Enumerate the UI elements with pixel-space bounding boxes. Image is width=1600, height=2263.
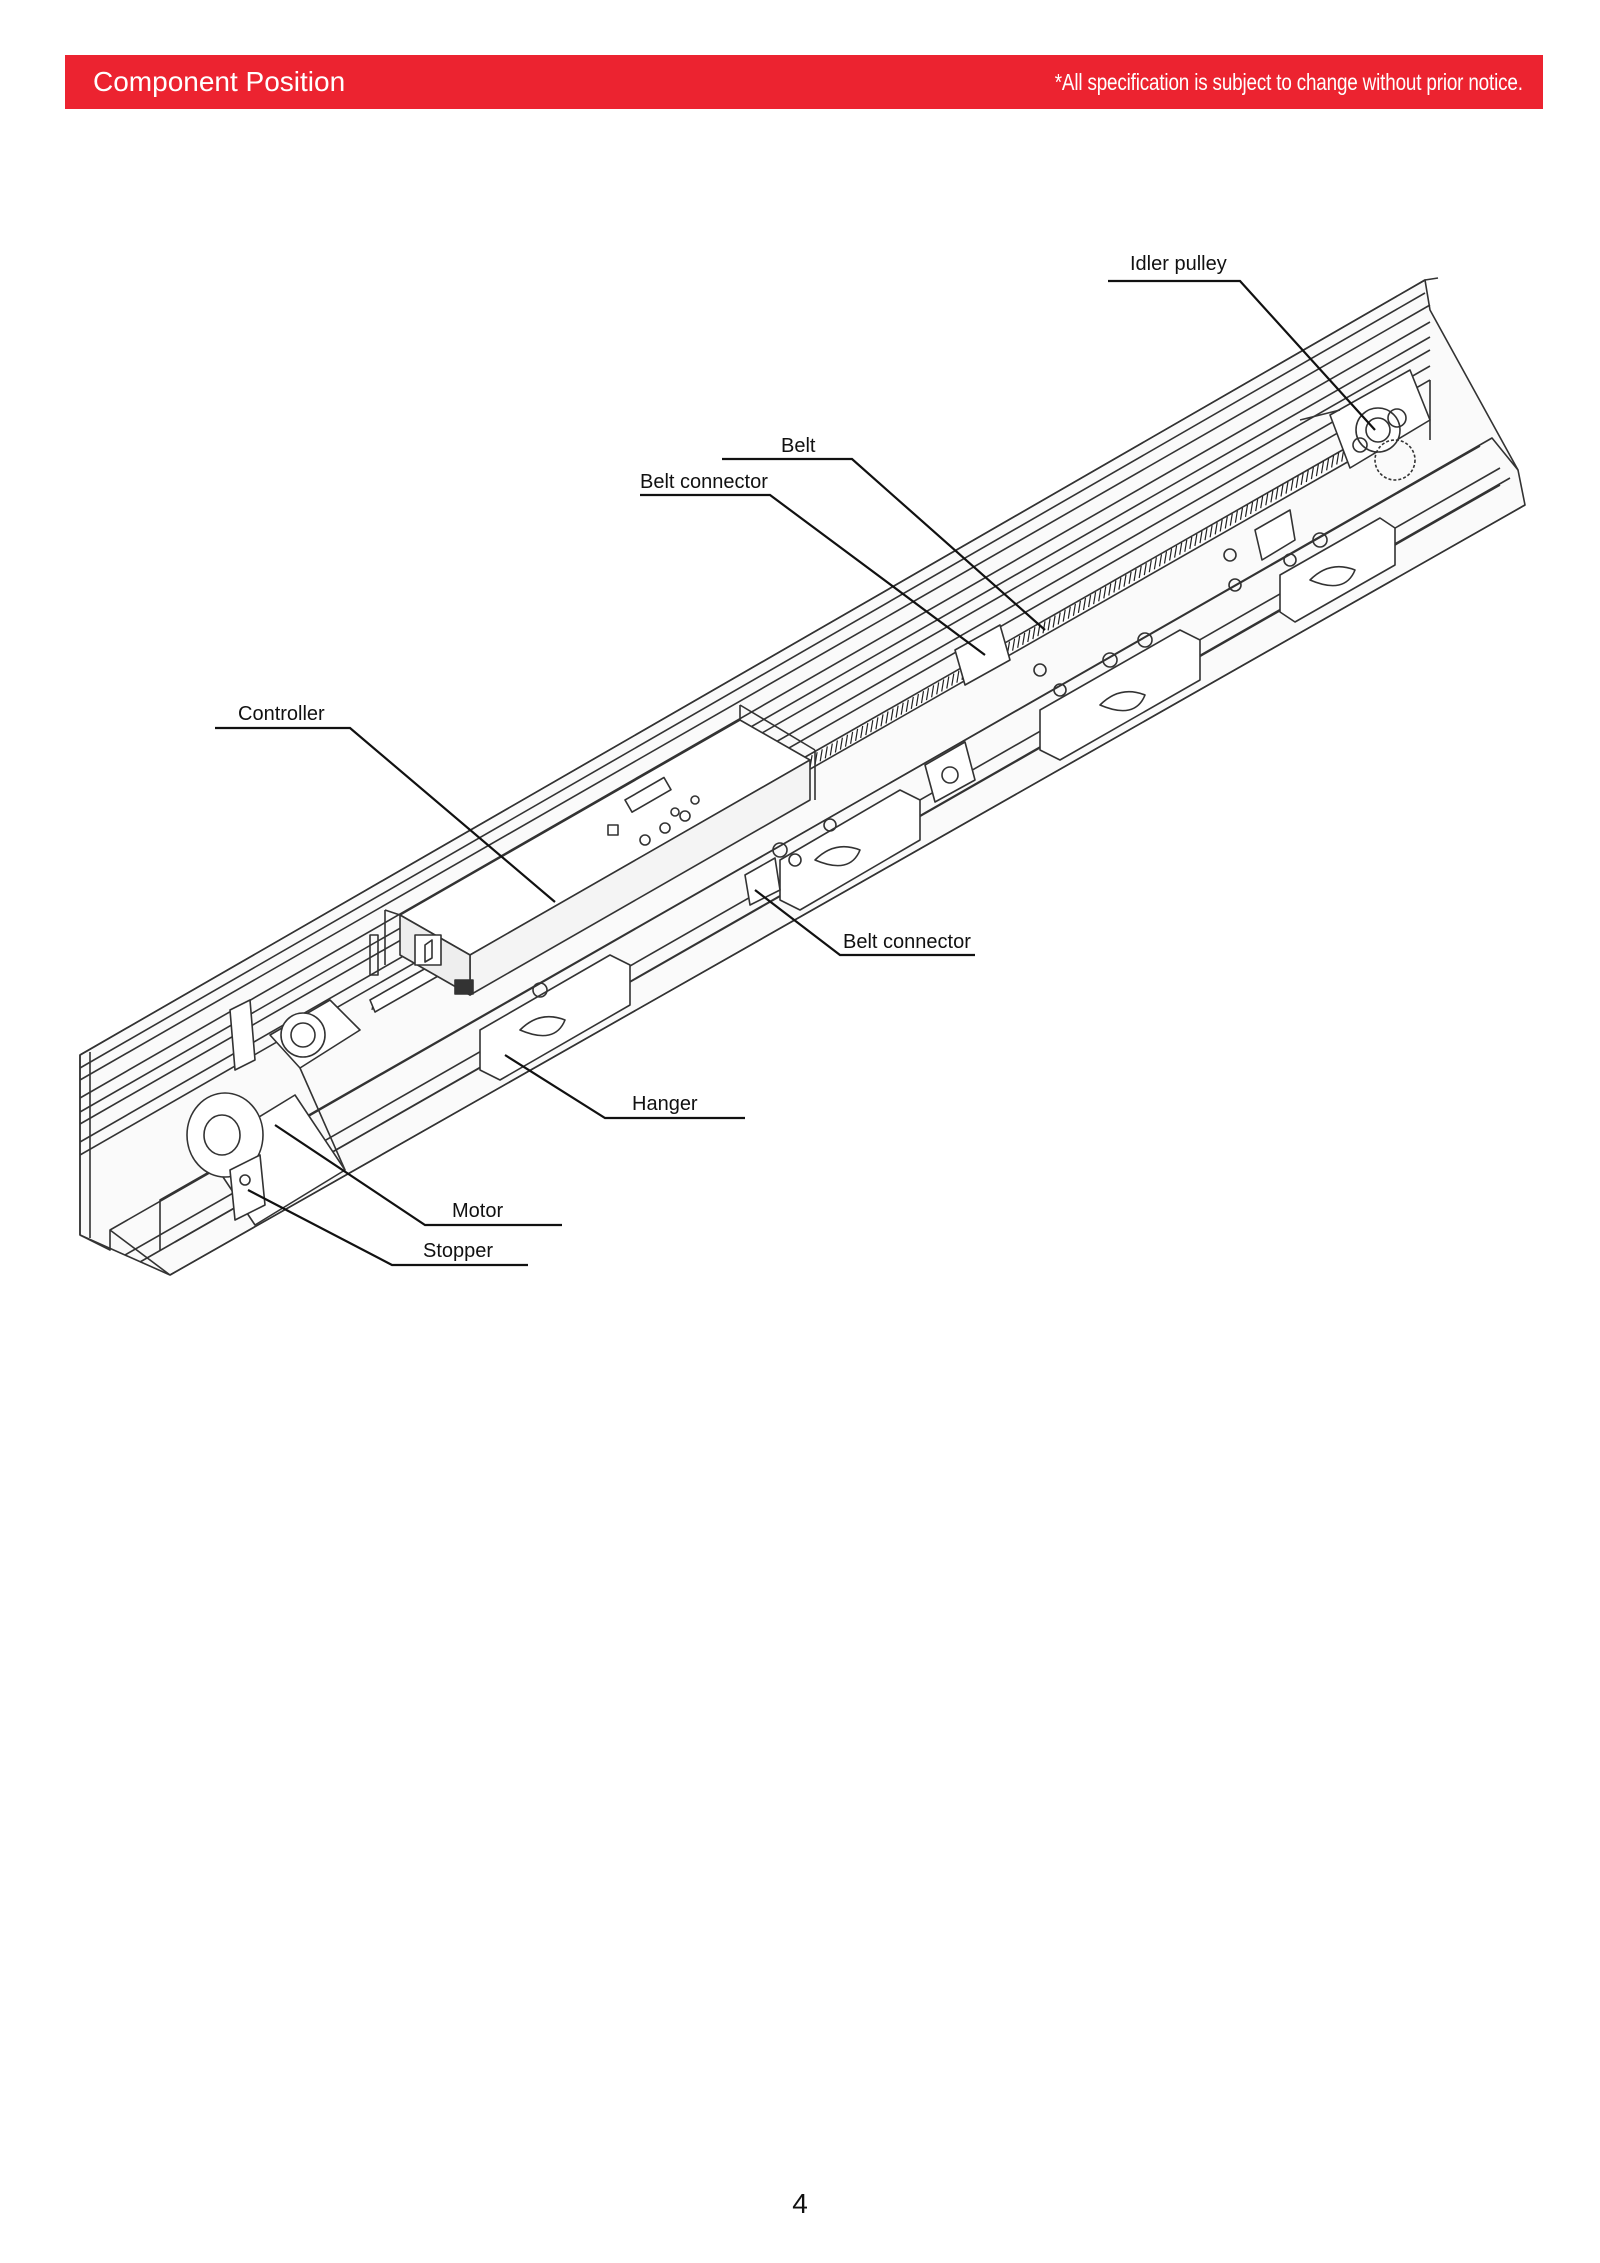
page-number: 4 (792, 2188, 808, 2219)
leader-belt (722, 457, 1046, 631)
component-diagram: Idler pulley Belt Belt connector Control… (79, 253, 1526, 1276)
leader-motor (274, 1124, 562, 1227)
label-belt-connector-bottom: Belt connector (843, 931, 971, 953)
label-hanger: Hanger (632, 1093, 698, 1115)
belt-connector-drawing (744, 509, 1296, 906)
header-bar: Component Position *All specification is… (65, 55, 1543, 109)
leader-belt-connector-bottom (754, 889, 975, 957)
leader-hanger (504, 1054, 745, 1120)
controller-drawing (384, 704, 816, 996)
stopper-drawing (229, 1154, 266, 1221)
label-motor: Motor (452, 1200, 503, 1222)
header-title: Component Position (93, 66, 346, 97)
label-belt-connector-top: Belt connector (640, 471, 768, 493)
leader-idler-pulley (1108, 279, 1376, 431)
operator-drawing (79, 277, 1526, 1276)
label-belt: Belt (781, 435, 816, 457)
leader-belt-connector-top (640, 493, 986, 656)
label-idler-pulley: Idler pulley (1130, 253, 1227, 275)
idler-pulley-drawing (1299, 369, 1431, 481)
hanger-drawing (479, 517, 1396, 1081)
leader-lines (215, 279, 1376, 1267)
leader-controller (215, 726, 556, 903)
label-controller: Controller (238, 703, 325, 725)
label-stopper: Stopper (423, 1240, 493, 1262)
header-note: *All specification is subject to change … (1054, 68, 1523, 95)
leader-stopper (247, 1189, 528, 1267)
